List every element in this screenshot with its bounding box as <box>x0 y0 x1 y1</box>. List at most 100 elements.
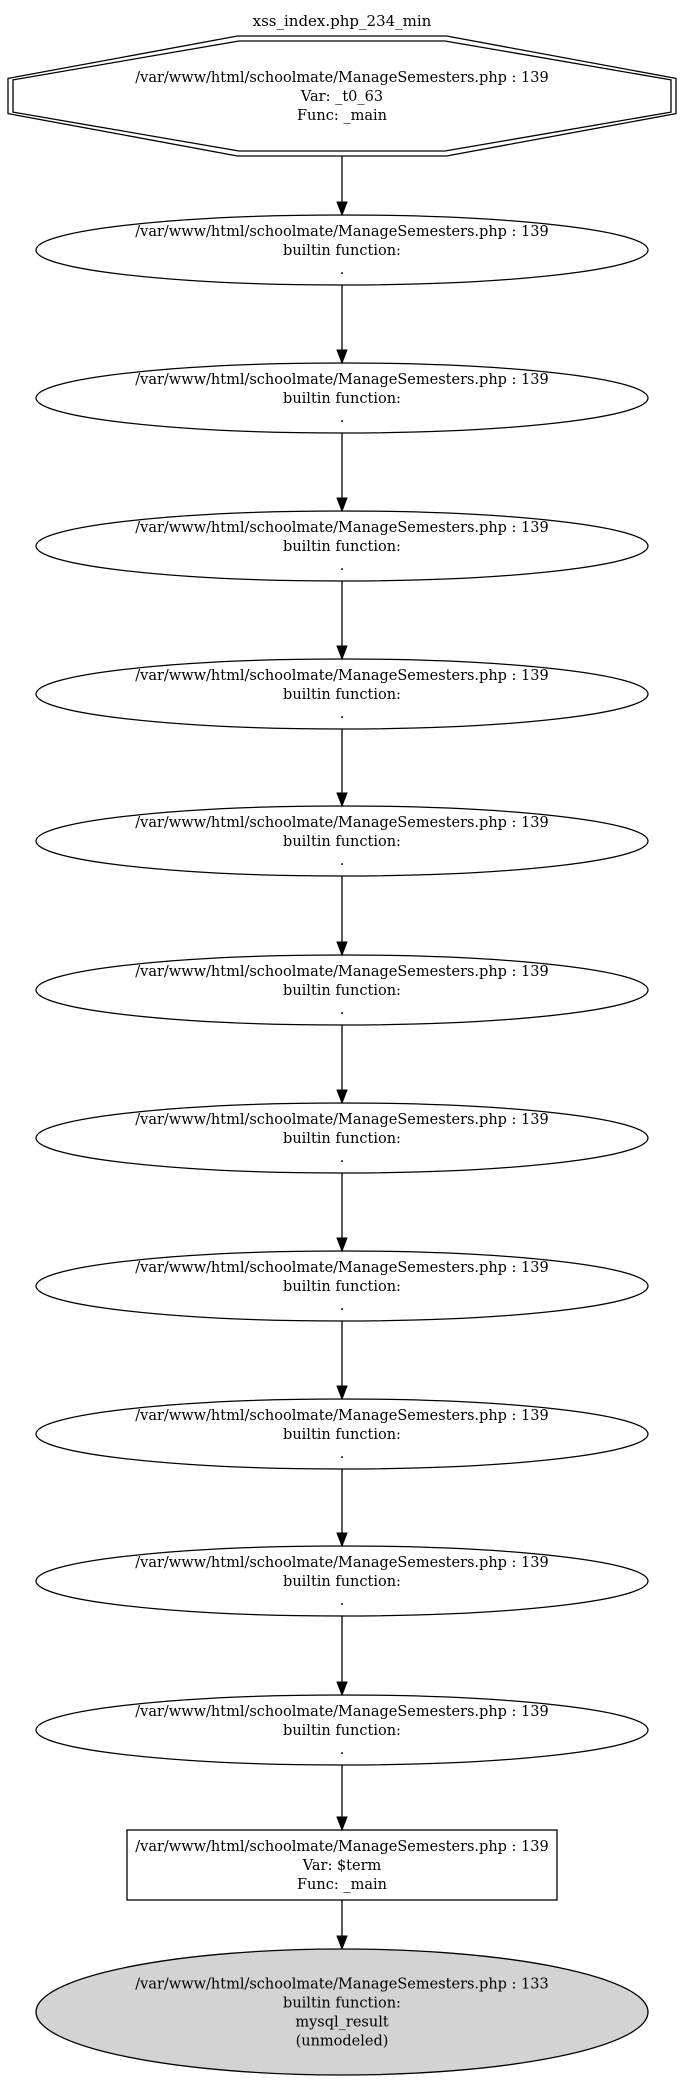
graph-edge <box>336 1616 348 1697</box>
node-outline <box>35 1102 649 1174</box>
node-label-line: /var/www/html/schoolmate/ManageSemesters… <box>135 815 548 831</box>
node-label-line: /var/www/html/schoolmate/ManageSemesters… <box>135 1112 548 1128</box>
graph-edge <box>336 1321 348 1401</box>
node-label-line: builtin function: <box>283 391 401 407</box>
node-label-line: /var/www/html/schoolmate/ManageSemesters… <box>135 224 548 240</box>
graph-node: /var/www/html/schoolmate/ManageSemesters… <box>7 35 677 157</box>
node-outline-inner <box>12 40 672 152</box>
node-label-line: /var/www/html/schoolmate/ManageSemesters… <box>135 668 548 684</box>
node-outline <box>35 658 649 730</box>
graph-node: /var/www/html/schoolmate/ManageSemesters… <box>35 1398 649 1470</box>
node-outline <box>35 214 649 286</box>
node-label-line: . <box>340 1298 345 1314</box>
node-label-line: Func: _main <box>297 108 387 124</box>
node-label-line: /var/www/html/schoolmate/ManageSemesters… <box>135 372 548 388</box>
edge-arrowhead <box>336 497 348 513</box>
node-label-line: /var/www/html/schoolmate/ManageSemesters… <box>135 1839 548 1855</box>
node-outline <box>35 510 649 582</box>
edge-arrowhead <box>336 941 348 957</box>
node-label-line: Func: _main <box>297 1877 387 1893</box>
node-label-line: /var/www/html/schoolmate/ManageSemesters… <box>135 1977 548 1993</box>
graph-edge <box>336 285 348 365</box>
node-outline <box>35 1694 649 1766</box>
graph-edge <box>336 1025 348 1105</box>
node-label-line: builtin function: <box>283 1279 401 1295</box>
edge-arrowhead <box>336 349 348 365</box>
edge-arrowhead <box>336 792 348 808</box>
edge-arrowhead <box>336 645 348 661</box>
node-label-line: . <box>340 1742 345 1758</box>
graph-edge <box>336 876 348 957</box>
node-label-line: builtin function: <box>283 687 401 703</box>
edge-arrowhead <box>336 1681 348 1697</box>
node-label-line: . <box>340 1002 345 1018</box>
node-label-line: mysql_result <box>295 2015 388 2031</box>
node-label-line: builtin function: <box>283 1131 401 1147</box>
nodes: /var/www/html/schoolmate/ManageSemesters… <box>7 35 677 2076</box>
node-label-line: /var/www/html/schoolmate/ManageSemesters… <box>135 520 548 536</box>
graph-edge <box>336 1173 348 1253</box>
node-label-line: /var/www/html/schoolmate/ManageSemesters… <box>135 1555 548 1571</box>
graph-edge <box>336 729 348 808</box>
node-label-line: . <box>340 262 345 278</box>
edge-arrowhead <box>336 1935 348 1951</box>
node-outline <box>35 1948 649 2076</box>
node-label-line: Var: $term <box>302 1858 382 1874</box>
graph-node: /var/www/html/schoolmate/ManageSemesters… <box>35 214 649 286</box>
graph-node: /var/www/html/schoolmate/ManageSemesters… <box>35 1694 649 1766</box>
graph-title: xss_index.php_234_min <box>253 12 432 30</box>
edge-arrowhead <box>336 1385 348 1401</box>
node-label-line: /var/www/html/schoolmate/ManageSemesters… <box>135 964 548 980</box>
node-outline <box>35 954 649 1026</box>
node-label-line: . <box>340 1446 345 1462</box>
edge-arrowhead <box>336 1089 348 1105</box>
edges <box>336 156 348 1951</box>
node-label-line: builtin function: <box>283 539 401 555</box>
edge-arrowhead <box>336 201 348 217</box>
graph-edge <box>336 433 348 513</box>
node-label-line: . <box>340 1150 345 1166</box>
graph-node: /var/www/html/schoolmate/ManageSemesters… <box>35 1948 649 2076</box>
graph-node: /var/www/html/schoolmate/ManageSemesters… <box>126 1829 558 1901</box>
node-label-line: /var/www/html/schoolmate/ManageSemesters… <box>135 1260 548 1276</box>
node-label-line: . <box>340 558 345 574</box>
node-label-line: builtin function: <box>283 983 401 999</box>
graph-node: /var/www/html/schoolmate/ManageSemesters… <box>35 362 649 434</box>
graph-node: /var/www/html/schoolmate/ManageSemesters… <box>35 1250 649 1322</box>
node-label-line: builtin function: <box>283 1574 401 1590</box>
graph-edge <box>336 156 348 217</box>
node-label-line: . <box>340 853 345 869</box>
node-label-line: . <box>340 706 345 722</box>
graph-node: /var/www/html/schoolmate/ManageSemesters… <box>35 805 649 877</box>
node-label-line: (unmodeled) <box>296 2034 389 2050</box>
node-label-line: builtin function: <box>283 243 401 259</box>
graph-edge <box>336 1765 348 1832</box>
node-outline <box>35 1545 649 1617</box>
graph-edge <box>336 1900 348 1951</box>
node-label-line: /var/www/html/schoolmate/ManageSemesters… <box>135 70 548 86</box>
graph-node: /var/www/html/schoolmate/ManageSemesters… <box>35 1545 649 1617</box>
graph-node: /var/www/html/schoolmate/ManageSemesters… <box>35 954 649 1026</box>
edge-arrowhead <box>336 1816 348 1832</box>
node-label-line: builtin function: <box>283 1427 401 1443</box>
node-outline <box>35 1250 649 1322</box>
node-outline <box>35 362 649 434</box>
node-outline <box>35 805 649 877</box>
graph-edge <box>336 581 348 661</box>
node-label-line: . <box>340 1593 345 1609</box>
edge-arrowhead <box>336 1237 348 1253</box>
node-label-line: builtin function: <box>283 1723 401 1739</box>
node-label-line: Var: _t0_63 <box>300 89 383 105</box>
node-outline <box>126 1829 558 1901</box>
node-label-line: . <box>340 410 345 426</box>
node-outline <box>35 1398 649 1470</box>
graph-edge <box>336 1469 348 1548</box>
edge-arrowhead <box>336 1532 348 1548</box>
node-label-line: builtin function: <box>283 834 401 850</box>
graph-node: /var/www/html/schoolmate/ManageSemesters… <box>35 658 649 730</box>
node-label-line: /var/www/html/schoolmate/ManageSemesters… <box>135 1408 548 1424</box>
graph-node: /var/www/html/schoolmate/ManageSemesters… <box>35 1102 649 1174</box>
node-label-line: /var/www/html/schoolmate/ManageSemesters… <box>135 1704 548 1720</box>
node-label-line: builtin function: <box>283 1996 401 2012</box>
